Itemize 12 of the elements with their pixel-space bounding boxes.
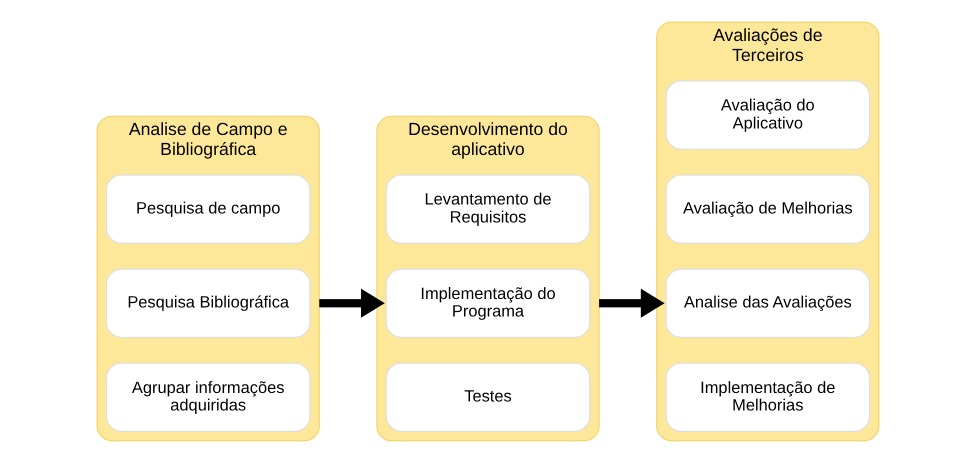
arrow — [599, 288, 665, 318]
node-box: Pesquisa de campo — [106, 174, 310, 244]
node-box: Implementação do Programa — [386, 268, 590, 338]
node-box: Pesquisa Bibliográfica — [106, 268, 310, 338]
node-box: Testes — [386, 362, 590, 432]
node-box: Implementação de Melhorias — [666, 362, 870, 432]
node-box: Analise das Avaliações — [666, 268, 870, 338]
node-box: Levantamento de Requisitos — [386, 174, 590, 244]
node-box: Avaliação de Melhorias — [666, 174, 870, 244]
node-box: Avaliação do Aplicativo — [666, 80, 870, 150]
node-box: Agrupar informações adquiridas — [106, 362, 310, 432]
arrow — [319, 288, 385, 318]
